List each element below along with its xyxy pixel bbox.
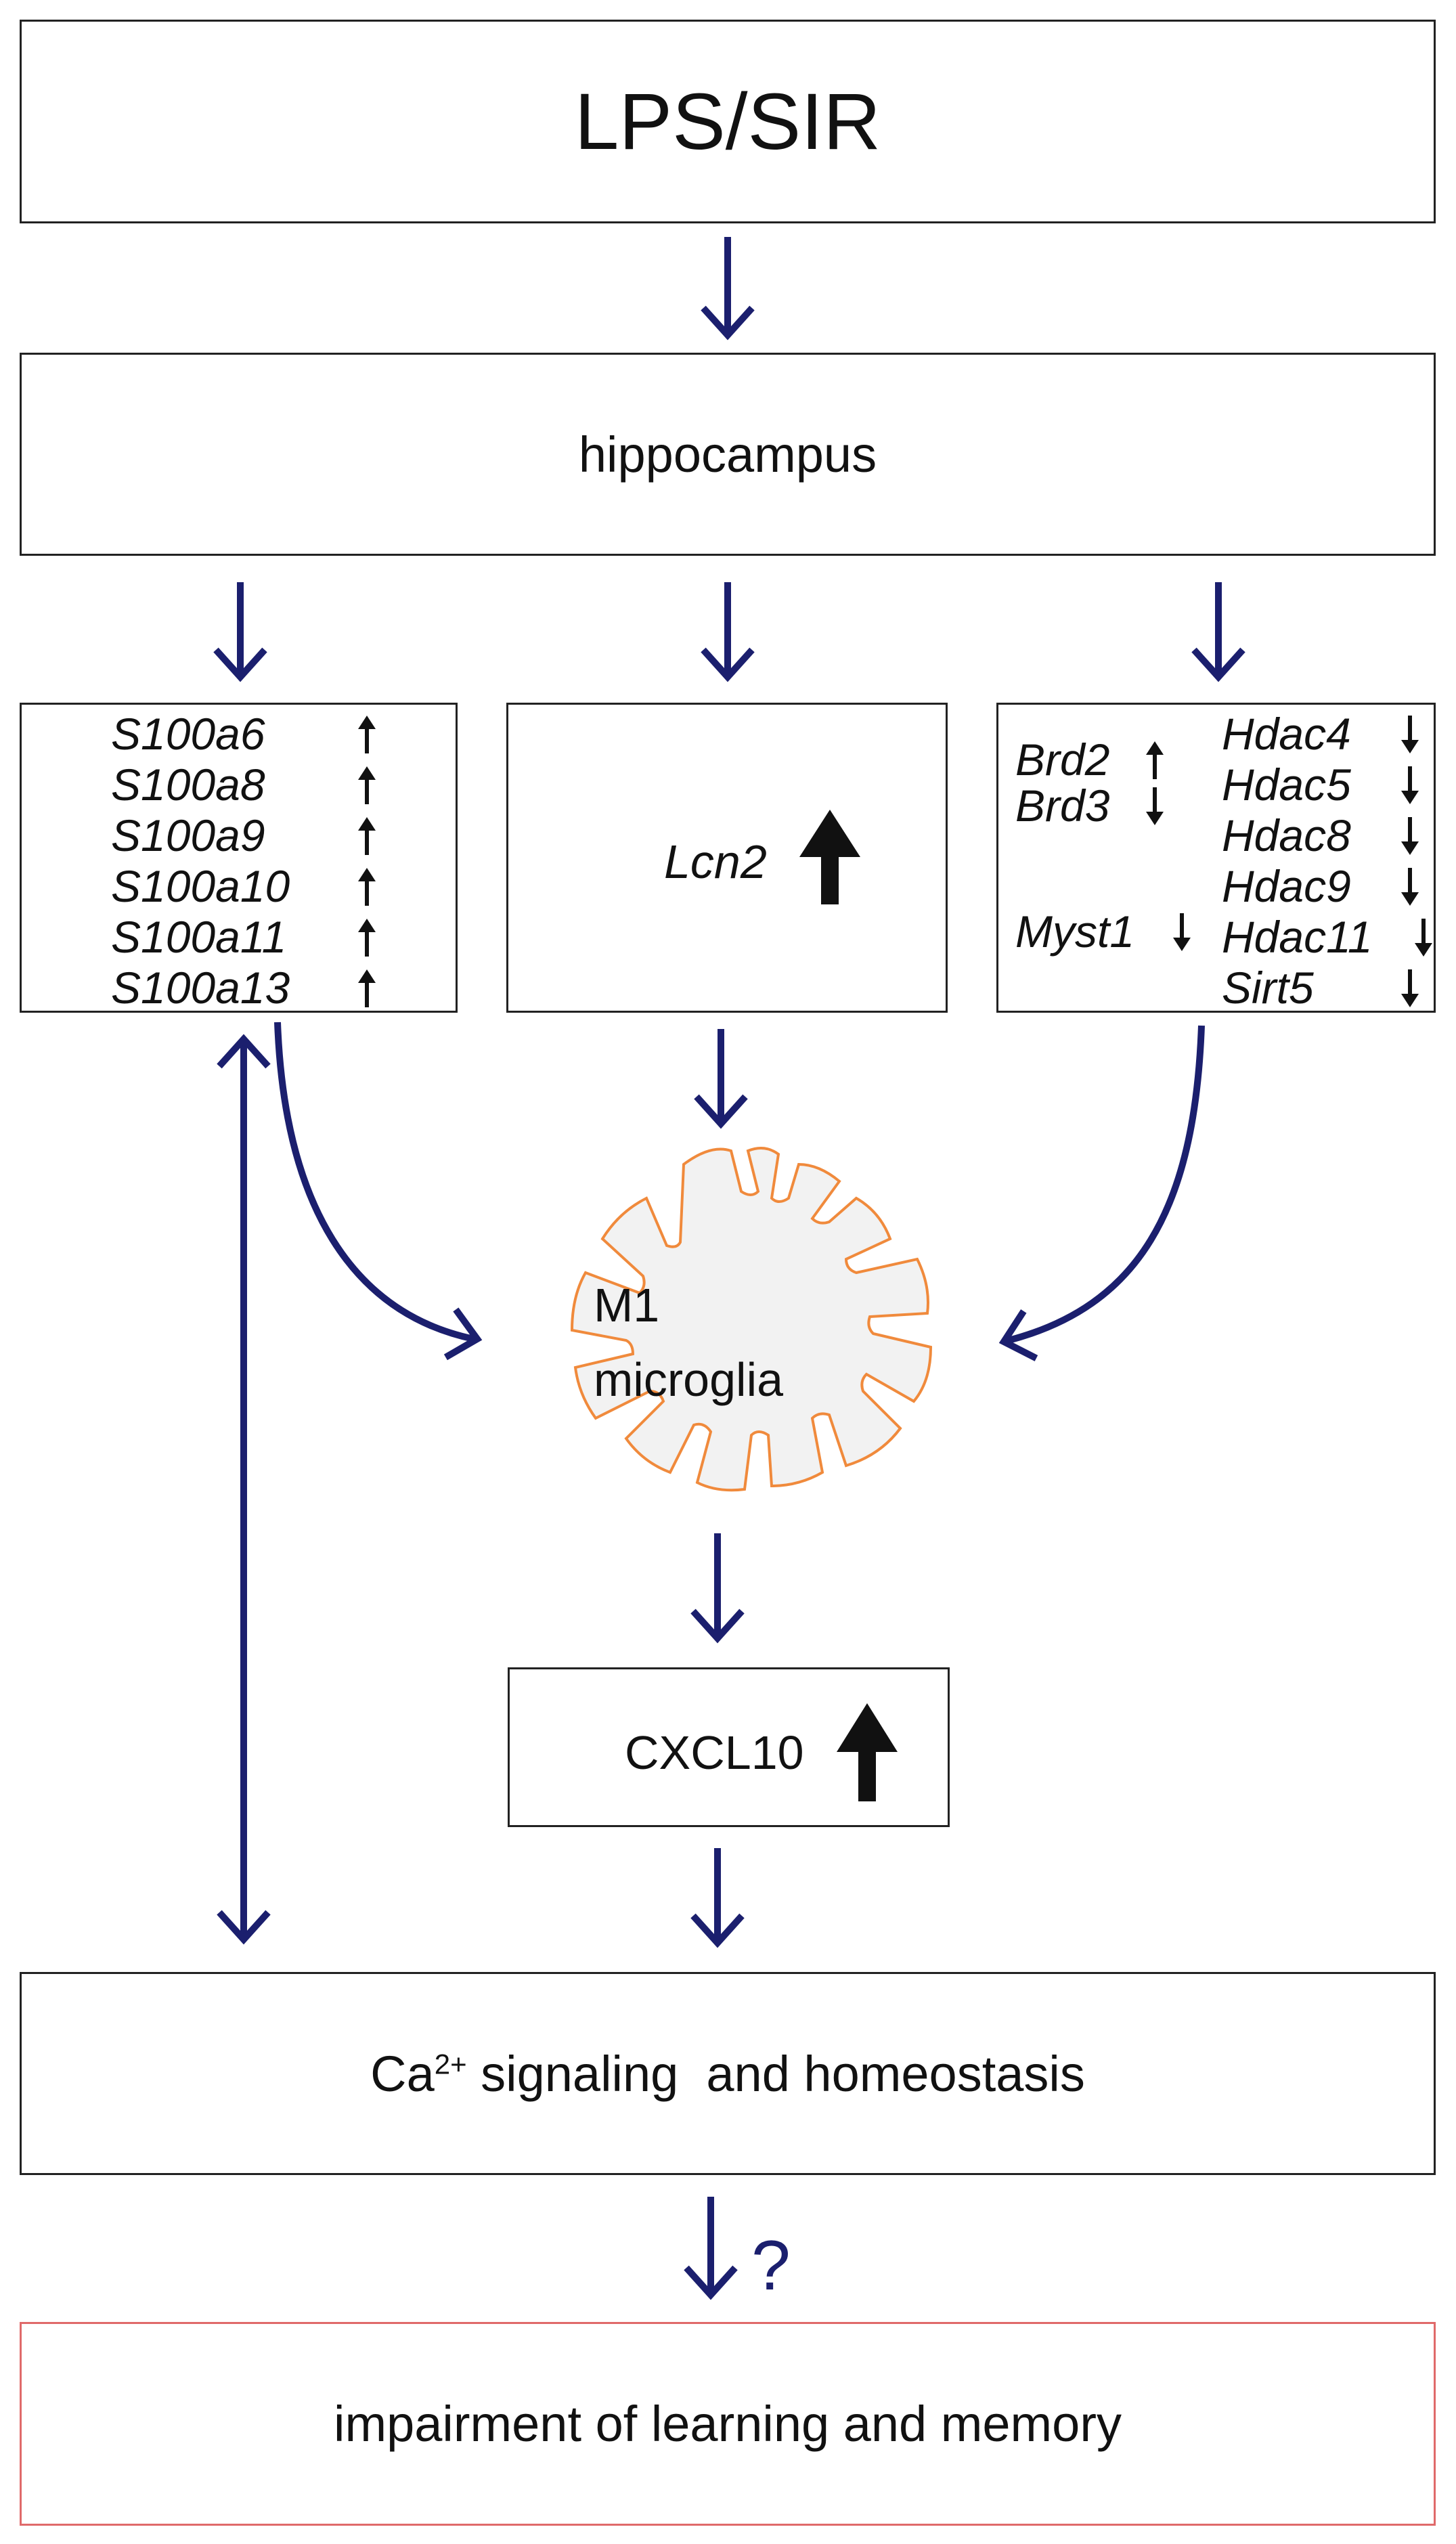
up-arrow-icon [1146, 741, 1164, 779]
calcium-prefix: Ca [370, 2045, 435, 2102]
gene-label: S100a8 [111, 760, 265, 810]
arrow-calcium-to-impairment-head [684, 2265, 738, 2300]
lps-sir-box: LPS/SIR [20, 20, 1436, 223]
microglia-cell [570, 1147, 933, 1492]
microglia-label-line2: microglia [594, 1353, 784, 1406]
impairment-box: impairment of learning and memory [20, 2322, 1436, 2526]
gene-label: S100a6 [111, 709, 265, 759]
arrow-epigenetic-to-microglia-head [998, 1309, 1038, 1361]
lcn2-box: Lcn2 [506, 703, 948, 1013]
gene-label: S100a13 [111, 963, 290, 1013]
down-arrow-icon [1173, 913, 1191, 951]
lcn2-up-arrow-icon [799, 810, 860, 904]
impairment-label: impairment of learning and memory [334, 2396, 1122, 2452]
gene-label: Hdac4 [1222, 709, 1351, 759]
microglia-label-line1: M1 [594, 1279, 660, 1332]
lps-sir-label: LPS/SIR [574, 76, 881, 167]
calcium-label: Ca2+ signaling and homeostasis [370, 2045, 1085, 2103]
arrow-s100-calcium-head-bottom [217, 1910, 271, 1945]
arrow-hippocampus-to-epigenetic-head [1191, 647, 1245, 682]
up-arrow-icon [358, 716, 376, 753]
down-arrow-icon [1146, 787, 1164, 825]
arrow-lps-to-hippocampus-head [701, 305, 755, 341]
lcn2-label: Lcn2 [664, 835, 767, 888]
calcium-suffix: signaling and homeostasis [466, 2045, 1085, 2102]
down-arrow-icon [1401, 817, 1419, 855]
up-arrow-icon [358, 969, 376, 1007]
gene-label: S100a11 [111, 912, 287, 962]
down-arrow-icon [1401, 969, 1419, 1007]
arrow-hippocampus-to-lcn2-head [701, 647, 755, 682]
up-arrow-icon [358, 766, 376, 804]
hippocampus-box: hippocampus [20, 353, 1436, 556]
arrow-microglia-to-cxcl10-head [690, 1608, 745, 1644]
down-arrow-icon [1401, 766, 1419, 804]
up-arrow-icon [358, 919, 376, 957]
gene-label: Myst1 [1015, 906, 1135, 957]
gene-label: S100a10 [111, 861, 290, 911]
arrow-s100-calcium-head-top [217, 1034, 271, 1069]
arrow-hippocampus-to-s100-head [213, 647, 267, 682]
gene-label: Hdac5 [1222, 760, 1351, 810]
cxcl10-up-arrow-icon [837, 1703, 898, 1801]
calcium-signaling-box: Ca2+ signaling and homeostasis [20, 1972, 1436, 2175]
gene-label: Sirt5 [1222, 963, 1314, 1013]
down-arrow-icon [1401, 868, 1419, 906]
down-arrow-icon [1401, 716, 1419, 753]
down-arrow-icon [1415, 919, 1432, 957]
gene-label: S100a9 [111, 810, 265, 860]
gene-label: Brd2 [1015, 734, 1110, 785]
up-arrow-icon [358, 817, 376, 855]
arrow-s100-to-microglia-line [274, 1022, 475, 1342]
arrow-lcn2-to-microglia-head [694, 1094, 748, 1129]
arrow-s100-to-microglia-head [443, 1307, 483, 1361]
hippocampus-label: hippocampus [578, 426, 877, 483]
gene-label: Hdac9 [1222, 861, 1351, 911]
cxcl10-label: CXCL10 [625, 1726, 804, 1779]
question-mark: ? [751, 2227, 791, 2305]
calcium-superscript: 2+ [434, 2047, 467, 2080]
arrow-cxcl10-to-calcium-head [690, 1913, 745, 1948]
gene-label: Hdac11 [1222, 912, 1373, 962]
gene-label: Brd3 [1015, 781, 1110, 831]
arrow-epigenetic-to-microglia-line [1007, 1025, 1205, 1344]
cxcl10-box: CXCL10 [508, 1667, 950, 1827]
gene-label: Hdac8 [1222, 810, 1351, 860]
up-arrow-icon [358, 868, 376, 906]
